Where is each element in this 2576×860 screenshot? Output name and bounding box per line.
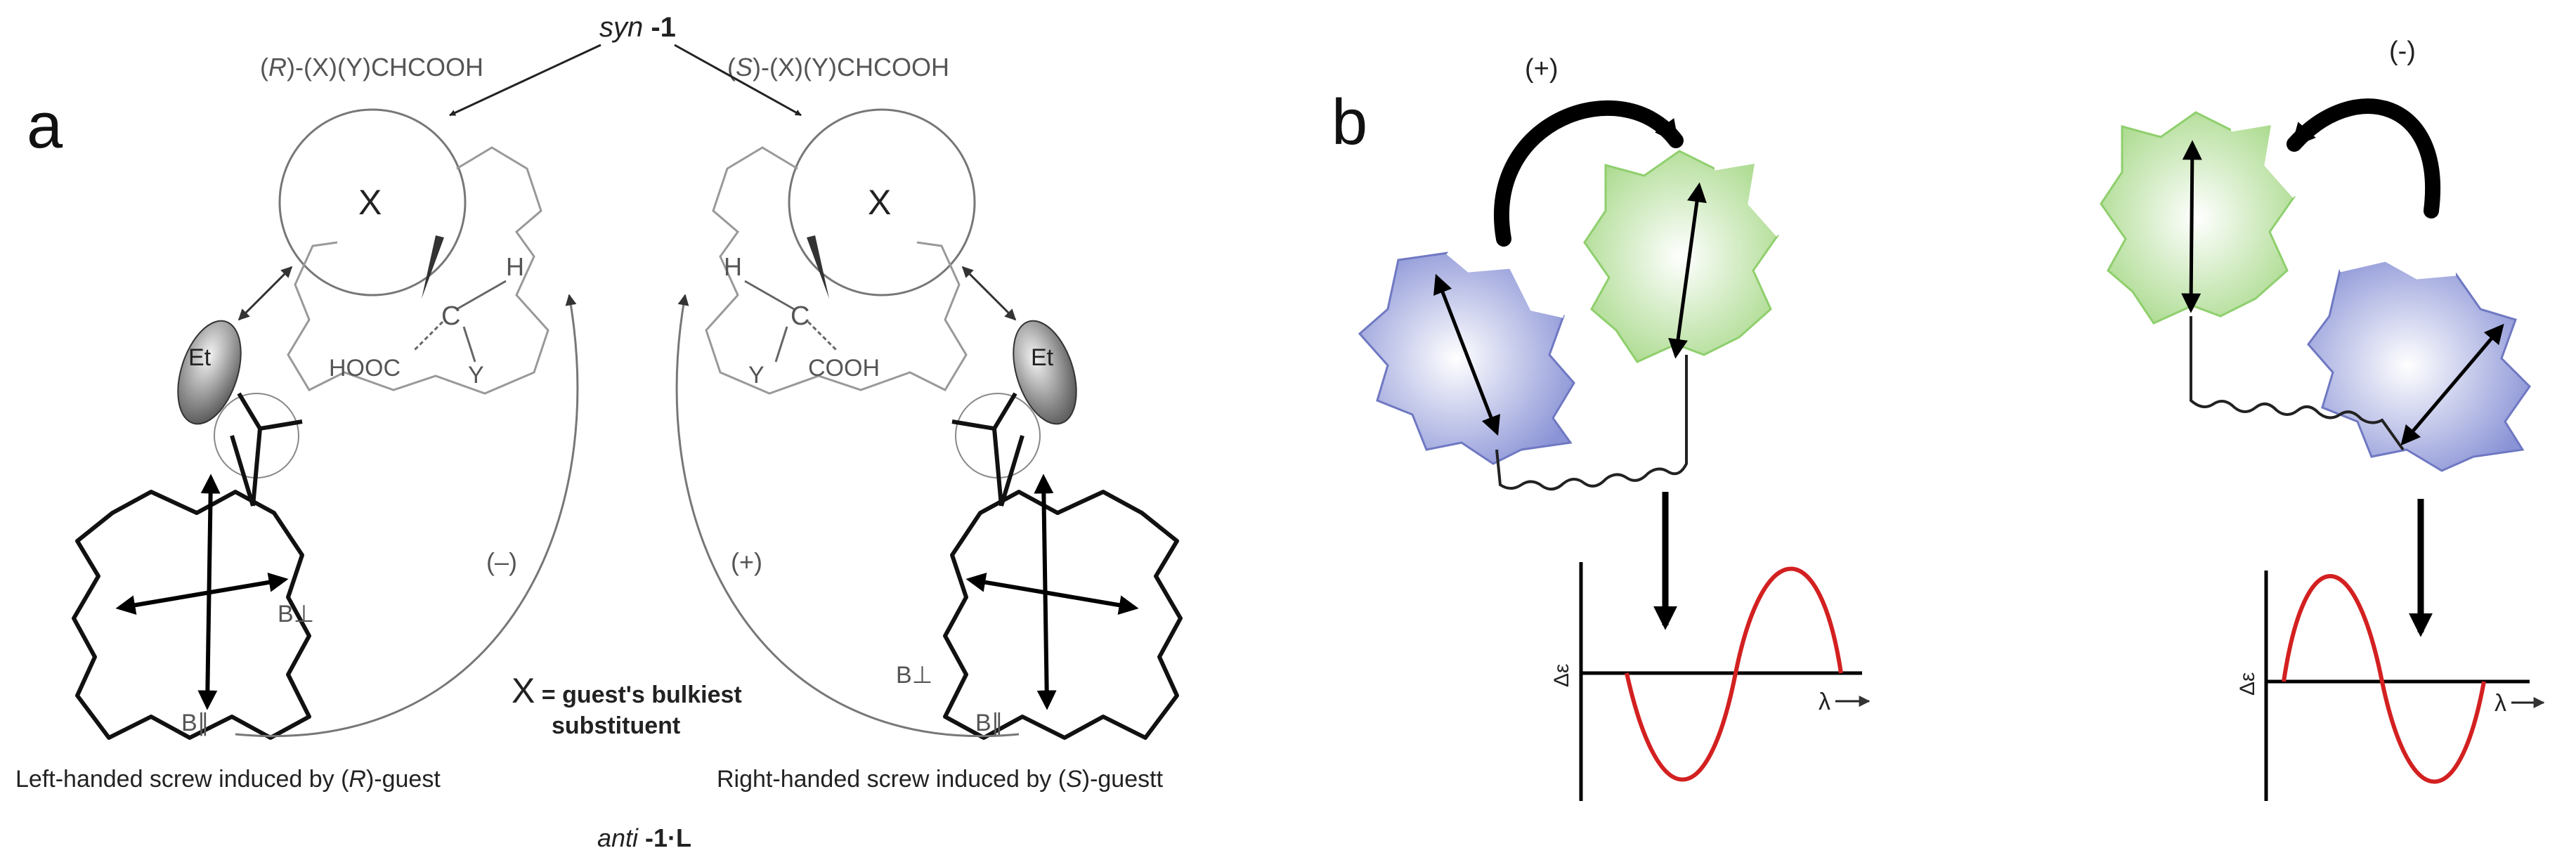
guest-symbol-right: X bbox=[868, 183, 891, 222]
porphyrin-right bbox=[943, 490, 1183, 740]
stereocenter-right: H C COOH Y bbox=[724, 235, 880, 389]
panel-b: b (+) Δε λ (-) bbox=[1332, 37, 2545, 801]
dipole-blue-right bbox=[2400, 323, 2504, 446]
curve-arrow-left bbox=[235, 294, 579, 738]
ethyl-group-right bbox=[1013, 320, 1077, 425]
chromophore-green-right-edge bbox=[2230, 120, 2296, 198]
guest-symbol-left: X bbox=[358, 183, 382, 222]
dipole-green-right bbox=[2181, 140, 2202, 313]
guest-circle-right bbox=[788, 108, 976, 297]
cd-curve-left bbox=[1625, 566, 1843, 782]
svg-text:Y: Y bbox=[748, 362, 765, 389]
cd-xlabel-right: λ bbox=[2494, 690, 2506, 717]
bridge-bonds-right bbox=[951, 392, 1024, 507]
curve-arrow-right bbox=[675, 294, 1020, 738]
bridge-bonds-left bbox=[230, 392, 303, 507]
b-perp-label-left: B⊥ bbox=[278, 601, 314, 627]
left-compound-label: (R)-(X)(Y)CHCOOH bbox=[260, 53, 483, 82]
chromophore-blue-left-edge bbox=[1446, 252, 1564, 318]
syn-label: syn -1 bbox=[599, 12, 676, 43]
svg-text:C: C bbox=[441, 301, 460, 331]
sign-plus-label: (+) bbox=[1525, 54, 1559, 84]
stereocenter-left: H C HOOC Y bbox=[329, 235, 524, 389]
ethyl-label-right: Et bbox=[1031, 344, 1054, 371]
caption-right: Right-handed screw induced by (S)-guestt bbox=[717, 766, 1164, 793]
dipole-b-perp-left bbox=[115, 572, 289, 615]
b-par-label-right: B∥ bbox=[975, 710, 1003, 736]
anti-label: anti -1·L bbox=[597, 823, 691, 852]
steric-arrow-left bbox=[238, 266, 293, 321]
cd-spectrum-left: Δε λ bbox=[1550, 562, 1871, 801]
chromophore-green-left-edge bbox=[1714, 159, 1779, 237]
legend-text-line2: substituent bbox=[552, 712, 680, 739]
chromophore-green-left bbox=[1583, 150, 1779, 363]
cd-curve-right bbox=[2282, 574, 2486, 784]
legend-text: X = guest's bulkiest bbox=[512, 671, 742, 710]
linker-left bbox=[1495, 355, 1688, 491]
chromophore-green-right bbox=[2100, 111, 2296, 325]
sign-minus-left: (–) bbox=[486, 547, 517, 576]
b-par-label-left: B∥ bbox=[181, 710, 209, 736]
caption-left: Left-handed screw induced by (R)-guest bbox=[15, 766, 441, 793]
panel-b-label: b bbox=[1332, 86, 1367, 158]
svg-text:HOOC: HOOC bbox=[329, 355, 401, 382]
ethyl-group-left bbox=[177, 320, 242, 425]
svg-text:Y: Y bbox=[468, 362, 484, 389]
dipole-blue-left bbox=[1433, 273, 1500, 436]
cd-xlabel-left: λ bbox=[1819, 689, 1830, 715]
cd-ylabel-left: Δε bbox=[1550, 664, 1573, 687]
porphyrin-left bbox=[72, 490, 311, 740]
host-macrocycle-right bbox=[705, 146, 968, 395]
guest-circle-left bbox=[278, 108, 467, 297]
svg-text:C: C bbox=[791, 301, 809, 331]
panel-a: a syn -1 (R)-(X)(Y)CHCOOH (S)-(X)(Y)CHCO… bbox=[15, 12, 1183, 852]
svg-text:COOH: COOH bbox=[808, 355, 880, 382]
host-macrocycle-left bbox=[287, 146, 549, 395]
b-perp-label-right: B⊥ bbox=[896, 662, 932, 689]
syn-to-left-arrow bbox=[449, 44, 601, 117]
cd-spectrum-right: Δε λ bbox=[2236, 571, 2545, 801]
sign-plus-right: (+) bbox=[731, 547, 762, 576]
panel-a-label: a bbox=[27, 90, 63, 162]
cd-ylabel-right: Δε bbox=[2236, 672, 2259, 696]
syn-to-right-arrow bbox=[674, 44, 802, 117]
ethyl-label-left: Et bbox=[188, 344, 212, 371]
linker-right bbox=[2190, 316, 2405, 451]
steric-arrow-right bbox=[961, 266, 1017, 321]
svg-text:H: H bbox=[506, 252, 524, 281]
dipole-b-perp-right bbox=[965, 572, 1139, 615]
chromophore-blue-right bbox=[2307, 259, 2531, 472]
chromophore-blue-right-edge bbox=[2339, 258, 2457, 280]
rotation-arrow-left bbox=[1494, 100, 1684, 247]
rotation-arrow-right bbox=[2286, 98, 2440, 219]
dipole-green-left bbox=[1668, 182, 1707, 359]
svg-text:H: H bbox=[724, 252, 742, 281]
right-compound-label: (S)-(X)(Y)CHCOOH bbox=[727, 53, 949, 82]
sign-minus-label: (-) bbox=[2389, 37, 2416, 66]
